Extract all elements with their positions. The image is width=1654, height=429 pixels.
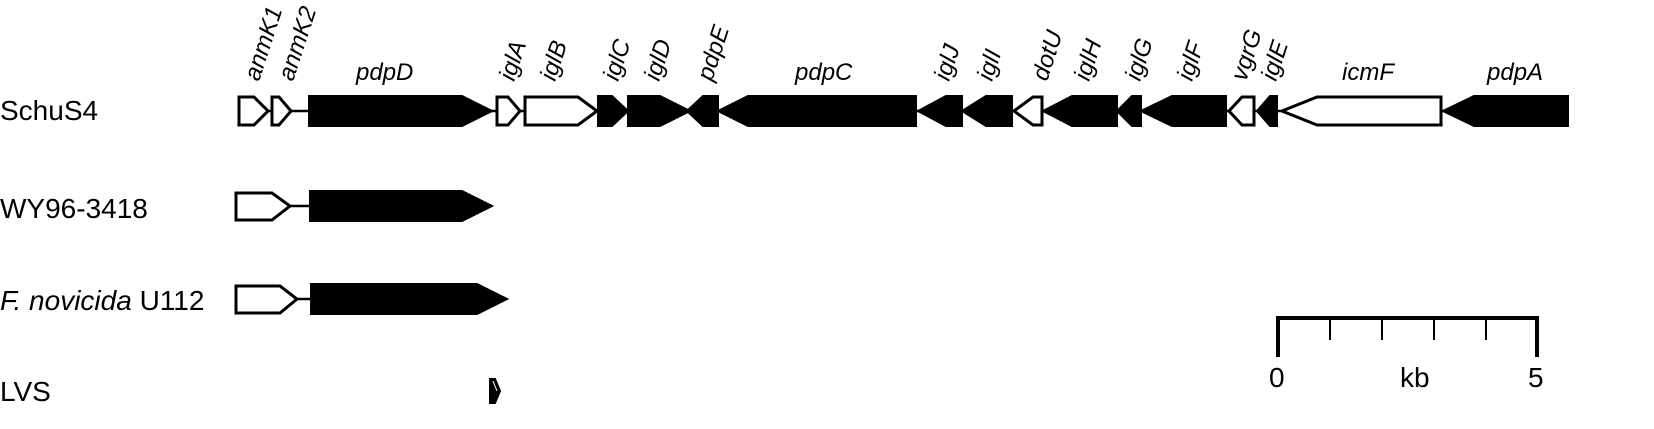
gene-iglC [597, 95, 630, 127]
gene-iglJ [915, 95, 963, 127]
gene-label-iglD: iglD [639, 36, 677, 84]
gene-iglE [1255, 95, 1278, 127]
wy96-gene-anmK [234, 191, 293, 222]
gene-pdpA [1440, 95, 1569, 127]
gene-label-iglB: iglB [535, 37, 573, 83]
gene-label-iglI: iglI [972, 46, 1007, 84]
gene-iglD [627, 95, 693, 127]
gene-iglF [1138, 95, 1227, 127]
strain-label-novicida-strain: U112 [132, 285, 205, 316]
gene-iglB [523, 95, 600, 127]
novicida-gene-pdpD [310, 283, 510, 315]
gene-label-pdpD: pdpD [355, 59, 413, 86]
gene-label-dotU: dotU [1027, 27, 1069, 84]
strain-label-schus4: SchuS4 [0, 95, 98, 126]
gene-label-iglC: iglC [598, 36, 637, 84]
gene-label-pdpC: pdpC [794, 59, 853, 86]
gene-label-iglF: iglF [1172, 37, 1210, 83]
gene-label-iglG: iglG [1120, 35, 1159, 84]
gene-label-iglJ: iglJ [929, 40, 966, 84]
gene-anmK2 [270, 95, 293, 127]
gene-iglG [1115, 95, 1142, 127]
gene-label-iglH: iglH [1069, 36, 1108, 84]
gene-pdpC [715, 95, 917, 127]
gene-label-pdpA: pdpA [1486, 59, 1543, 86]
gene-dotU [1011, 95, 1044, 127]
gene-iglA [495, 95, 522, 127]
lvs-fragment-mark [492, 380, 498, 392]
gene-iglH [1040, 95, 1118, 127]
scale-bar-start-label: 0 [1269, 362, 1285, 393]
gene-label-iglA: iglA [494, 37, 532, 83]
gene-vgrG [1226, 95, 1256, 127]
gene-label-pdpE: pdpE [692, 21, 736, 85]
scale-bar-end-label: 5 [1528, 362, 1544, 393]
strain-label-novicida: F. novicida U112 [0, 285, 204, 316]
lvs-gene-fragment [489, 378, 502, 404]
gene-pdpE [685, 95, 719, 127]
gene-pdpD [308, 95, 495, 127]
strain-label-novicida-species: F. novicida [0, 285, 132, 316]
scale-bar: 0 kb 5 [1269, 316, 1544, 393]
novicida-gene-anmK [234, 284, 300, 315]
scale-bar-unit-label: kb [1400, 362, 1430, 393]
wy96-gene-pdpD [309, 190, 495, 222]
gene-icmF [1277, 95, 1443, 127]
gene-label-icmF: icmF [1342, 59, 1395, 86]
gene-iglI [960, 95, 1013, 127]
gene-anmK1 [237, 95, 271, 127]
strain-label-wy96: WY96-3418 [0, 193, 148, 224]
strain-label-lvs: LVS [0, 376, 51, 407]
